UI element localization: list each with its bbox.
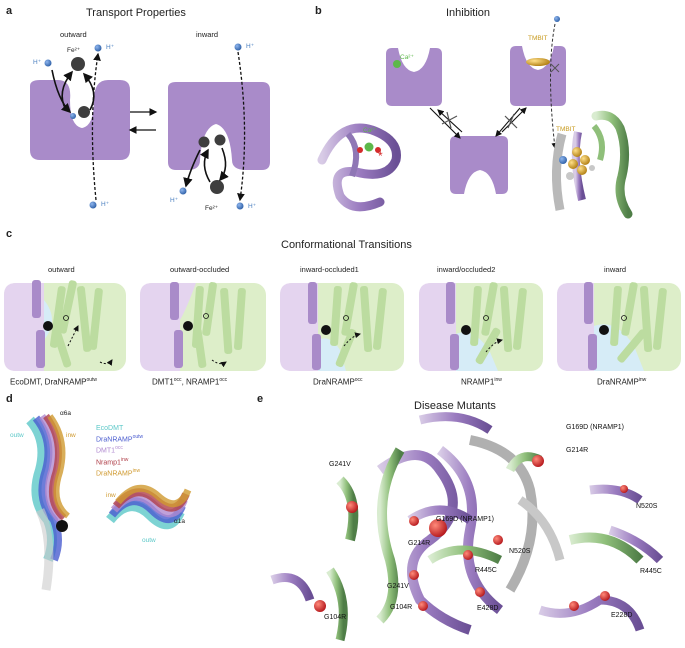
calcium-binding-structure: * [317, 123, 401, 212]
state-inward-title: inward [604, 265, 627, 274]
tmbit-molecule [526, 58, 550, 66]
state-inward-occluded1 [280, 282, 404, 371]
state-outward-occluded [140, 282, 266, 371]
legend-entry: DMT1occ [96, 445, 123, 455]
mutant-label: G241V [387, 583, 409, 590]
proton-ion [234, 43, 242, 51]
panel-d-letter: d [6, 393, 13, 405]
proton-ion [89, 201, 97, 209]
iron-ion [210, 180, 224, 194]
tmbit-label: TMBIT [556, 126, 576, 133]
mutant-label: G169D (NRAMP1) [436, 516, 494, 523]
panel-d-diagram [26, 413, 192, 591]
calcium-label: Ca²⁺ [363, 127, 377, 134]
state-outward-occluded-title: outward-occluded [170, 265, 230, 274]
panel-a-diagram [30, 43, 270, 210]
helix-legend: EcoDMT DraNRAMPoutw DMT1occ Nramp1inw Dr… [96, 425, 143, 478]
mutant-label: R445C [475, 567, 497, 574]
panel-e-title: Disease Mutants [414, 400, 496, 412]
proton-ion [554, 16, 560, 22]
panel-b-title: Inhibition [446, 7, 491, 19]
panel-e-diagram [270, 412, 664, 642]
panel-b-letter: b [315, 5, 322, 17]
state-inward-occluded2-caption: NRAMP1inw [461, 377, 502, 387]
mutant-label: G241V [329, 461, 351, 468]
calcium-label: Ca²⁺ [400, 54, 414, 61]
iron-ion [198, 136, 210, 148]
direction-inw: inw [66, 432, 76, 439]
direction-inw: inw [106, 492, 116, 499]
state-inward-occluded1-caption: DraNRAMPocc [313, 377, 363, 387]
panel-b-diagram: * [317, 16, 633, 219]
metal-ion [56, 520, 68, 532]
svg-text:*: * [378, 149, 383, 163]
proton-label: H⁺ [248, 203, 257, 210]
panel-c-title: Conformational Transitions [281, 239, 412, 251]
state-outward-caption: EcoDMT, DraNRAMPoutw [10, 377, 98, 387]
outward-transporter-shape [30, 80, 130, 160]
proton-label: H⁺ [170, 197, 179, 204]
mutant-label: G104R [324, 614, 347, 621]
state-outward-title: outward [48, 265, 75, 274]
panel-a-letter: a [6, 5, 13, 17]
legend-entry: DraNRAMPoutw [96, 434, 144, 444]
state-inward-occluded2-title: inward/occluded2 [437, 265, 496, 274]
mutant-label: G104R [390, 604, 413, 611]
panel-c-letter: c [6, 228, 13, 240]
proton-ion [94, 44, 102, 52]
iron-ion [214, 134, 226, 146]
panel-a-title: Transport Properties [86, 7, 186, 19]
proton-label: H⁺ [101, 201, 110, 208]
calcium-ion [364, 142, 374, 152]
helix-label-alpha1a: α1a [174, 518, 185, 525]
iron-label: Fe²⁺ [205, 205, 219, 212]
mutant-label: G214R [566, 447, 589, 454]
proton-label: H⁺ [33, 59, 42, 66]
iron-ion [71, 57, 85, 71]
tmbit-binding-structure [551, 110, 633, 219]
legend-entry: DraNRAMPinw [96, 467, 141, 478]
proton-label: H⁺ [106, 44, 115, 51]
proton-ion [236, 202, 244, 210]
iron-ion [78, 106, 90, 118]
mutant-label: G169D (NRAMP1) [566, 424, 624, 431]
panel-e-letter: e [257, 393, 264, 405]
state-label-inward: inward [196, 30, 219, 39]
direction-outw: outw [10, 432, 24, 439]
mutant-label: E428D [477, 605, 499, 612]
proton-ion [179, 187, 187, 195]
legend-entry: EcoDMT [96, 425, 124, 432]
state-label-outward: outward [60, 30, 87, 39]
proton-label: H⁺ [246, 43, 255, 50]
state-inward [557, 282, 681, 371]
inward-transporter-central [450, 136, 508, 194]
state-inward-caption: DraNRAMPinw [597, 377, 647, 387]
mutant-label: R445C [640, 568, 662, 575]
helix-label-alpha6a: α6a [60, 410, 71, 417]
mutant-label: N520S [636, 503, 658, 510]
panel-c-diagram [4, 280, 681, 371]
mutant-label: E228D [611, 612, 633, 619]
mutant-label: N520S [509, 548, 531, 555]
state-inward-occluded2 [419, 282, 543, 371]
state-outward [4, 280, 126, 371]
proton-ion [44, 59, 52, 67]
proton-ion [70, 113, 76, 119]
direction-outw: outw [142, 537, 156, 544]
tmbit-label: TMBIT [528, 35, 548, 42]
tmbit-bound-transporter [510, 46, 566, 106]
mutant-label: G214R [408, 540, 431, 547]
ca-bound-transporter [386, 48, 442, 106]
inward-transporter-shape [168, 82, 270, 170]
iron-label: Fe²⁺ [67, 47, 81, 54]
state-inward-occluded1-title: inward-occluded1 [300, 265, 359, 274]
calcium-ion [393, 60, 401, 68]
state-outward-occluded-caption: DMT1occ, NRAMP1occ [152, 377, 228, 387]
legend-entry: Nramp1inw [96, 456, 129, 466]
